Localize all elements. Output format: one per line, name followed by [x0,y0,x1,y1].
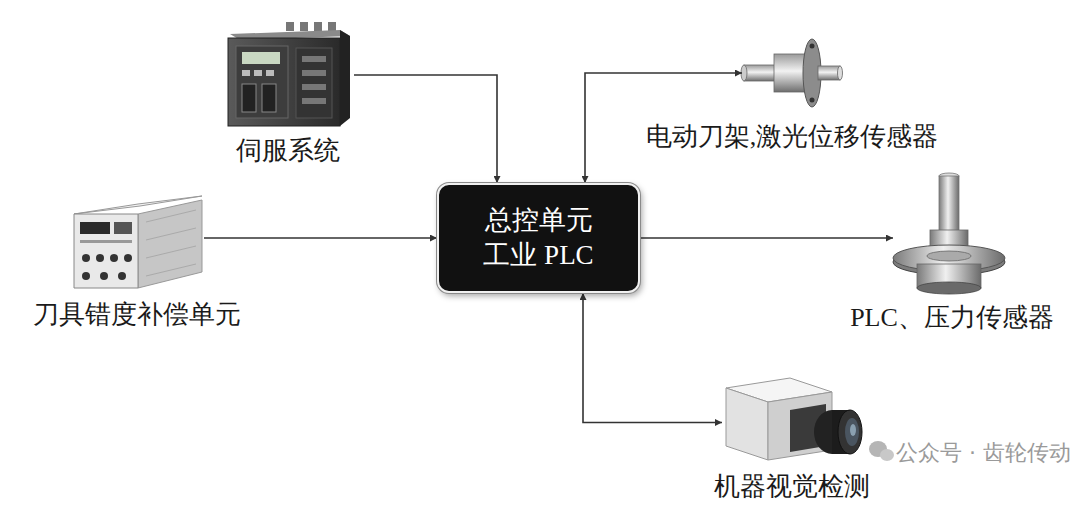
tool-holder-picture [818,66,840,80]
pressure-sensor-picture [893,173,1005,294]
servo-drive-picture [228,38,340,126]
watermark-icon [869,441,894,461]
vision-camera-picture [838,410,862,454]
tool-holder-picture [741,39,843,107]
device-caption: PLC、压力传感器 [850,303,1054,333]
servo-drive-picture [328,22,336,31]
compensation-unit-picture [82,272,90,280]
control-unit-text: 总控单元 工业 PLC [471,203,606,273]
servo-drive-picture [242,52,280,64]
compensation-unit-picture [110,254,118,262]
servo-drive-picture [296,48,332,118]
servo-drive-picture [286,22,294,31]
compensation-unit-picture [82,254,90,262]
compensation-unit-picture [74,196,202,288]
connector-arrow [204,237,437,239]
connector-arrow [354,75,497,183]
servo-drive-picture [302,56,326,62]
device-node: PLC、压力传感器 [893,172,1011,295]
connector-arrow [640,237,893,239]
device-node: 伺服系统 [222,22,354,128]
device-caption: 伺服系统 [236,136,340,166]
compensation-unit-picture [118,272,126,280]
servo-drive-picture [300,22,308,31]
servo-drive-picture [302,84,326,90]
compensation-unit-picture [96,254,104,262]
servo-drive-picture [266,70,274,76]
vision-camera-picture [726,378,862,460]
vision-camera-picture [845,418,859,446]
pressure-sensor-picture [939,176,959,232]
servo-drive-picture [242,84,256,112]
servo-drive-picture [262,84,276,112]
device-node: 刀具错度补偿单元 [70,195,204,290]
compensation-unit-picture [146,264,196,276]
compensation-unit-picture [146,210,196,222]
compensation-unit-picture [80,222,110,234]
compensation-unit-picture [124,254,132,262]
connector-arrow [583,293,722,423]
tool-holder-picture [744,65,776,81]
device-node: 机器视觉检测 [722,375,862,470]
device-caption: 机器视觉检测 [714,472,870,502]
servo-drive-picture [254,70,262,76]
watermark-text: 公众号 · 齿轮传动 [896,438,1071,468]
compensation-unit-picture [80,240,132,243]
pressure-sensor-picture [927,251,971,261]
tool-holder-picture [838,66,843,80]
servo-drive-picture [302,70,326,76]
compensation-unit-picture [74,214,138,288]
servo-drive-picture [302,98,326,104]
device-caption: 电动刀架,激光位移传感器 [646,122,939,152]
device-caption: 刀具错度补偿单元 [33,300,241,330]
control-unit-box: 总控单元 工业 PLC [437,183,640,293]
servo-drive-picture [228,22,350,126]
servo-drive-picture [242,70,250,76]
servo-drive-picture [236,46,288,118]
compensation-unit-picture [138,200,202,288]
pressure-sensor-picture [917,282,981,294]
compensation-unit-picture [146,246,196,258]
servo-drive-picture [314,22,322,31]
compensation-unit-picture [146,228,196,240]
servo-drive-picture [340,30,350,126]
compensation-unit-picture [100,272,108,280]
tool-holder-picture [810,98,815,103]
device-node: 电动刀架,激光位移传感器 [742,38,842,108]
vision-camera-picture [726,388,768,460]
watermark-icon [880,449,894,461]
tool-holder-picture [810,44,815,49]
compensation-unit-picture [114,222,132,234]
vision-camera-picture [850,424,856,436]
